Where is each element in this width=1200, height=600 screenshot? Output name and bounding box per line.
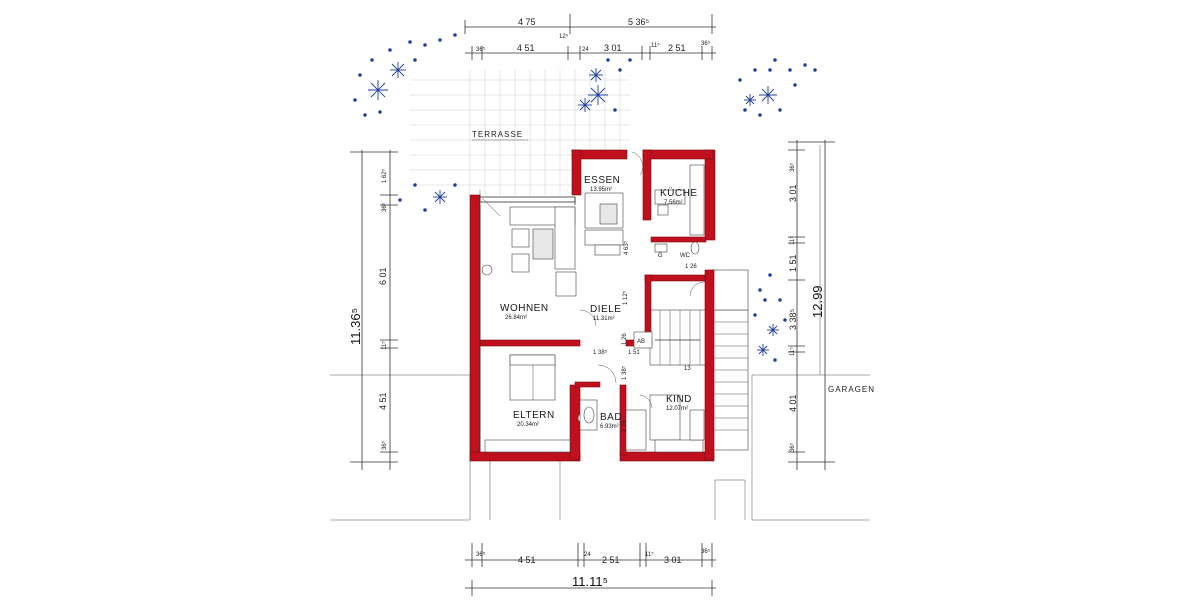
room-wohnen-area: 26.84m² <box>505 315 527 321</box>
dim-lines-top <box>464 14 716 60</box>
dim-lines-left <box>350 150 398 470</box>
room-ab-name: AB <box>637 339 645 345</box>
furniture <box>481 151 706 453</box>
room-eltern-area: 20.34m² <box>517 422 539 428</box>
room-diele-name: DIELE <box>590 304 621 315</box>
dim-bottom-d: 2 51 <box>602 555 620 565</box>
dim-right-a: 36⁵ <box>789 162 796 172</box>
dim-left-d: 11⁵ <box>381 341 388 350</box>
dim-left-total: 11.36⁵ <box>348 308 363 345</box>
dim-top2-f: 11⁵ <box>651 42 660 49</box>
ab-closet <box>633 331 653 349</box>
room-essen-name: ESSEN <box>584 175 620 186</box>
dim-right-b: 3 01 <box>788 184 798 202</box>
dim-left-a: 1 62⁵ <box>381 168 388 183</box>
dim-interior-5: 1 51 <box>628 350 640 356</box>
dim-bottom-f: 3 01 <box>664 555 682 565</box>
dim-interior-1: 4 63⁵ <box>623 240 630 255</box>
dim-top1-b: 5 36⁵ <box>628 17 650 27</box>
exterior-stairs <box>711 269 749 451</box>
dim-right-e: 3 38⁵ <box>788 308 798 330</box>
dim-lines-right <box>788 140 835 470</box>
dim-left-b: 36⁵ <box>381 202 388 212</box>
dim-lines-bottom <box>465 543 716 596</box>
room-eltern-name: ELTERN <box>513 410 555 421</box>
room-g-name: G <box>658 253 663 259</box>
dim-interior-7: 1 38⁵ <box>621 365 628 380</box>
dim-bottom-c: 24 <box>584 552 591 558</box>
dim-right-d: 1 51 <box>788 254 798 272</box>
garagen-label: GARAGEN <box>828 385 875 394</box>
room-essen-area: 13.95m² <box>590 187 612 193</box>
room-kind-area: 12.07m² <box>666 406 688 412</box>
stairs-count: 13 <box>684 366 691 372</box>
dim-interior-3: 1 26 <box>622 333 628 345</box>
room-kuche-name: KÜCHE <box>660 187 698 199</box>
dim-top1-a: 4 75 <box>518 17 536 27</box>
garden-plants <box>353 33 817 362</box>
dim-top2-a: 36⁵ <box>476 46 486 53</box>
terrace-label: TERRASSE <box>472 130 523 139</box>
room-diele-area: 11.31m² <box>593 316 615 322</box>
dim-right-f: 11⁵ <box>789 347 796 356</box>
dim-interior-6: 1 26 <box>685 264 697 270</box>
dim-right-total: 12.99 <box>810 285 825 318</box>
dim-top2-c: 12⁵ <box>559 33 569 40</box>
dim-top2-b: 4 51 <box>517 43 535 53</box>
dim-bottom-total: 11.11⁵ <box>572 574 608 589</box>
outlines <box>479 196 576 452</box>
dim-interior-4: 1 38⁵ <box>593 349 608 356</box>
room-bad-area: 6.93m² <box>600 424 619 430</box>
dim-top2-g: 2 51 <box>668 43 686 53</box>
walls <box>469 149 716 462</box>
dim-interior-8: 2 76 <box>622 420 628 432</box>
dim-interior-2: 1 12⁵ <box>622 290 629 305</box>
dim-left-e: 4 51 <box>378 392 388 410</box>
room-wohnen-name: WOHNEN <box>500 303 549 314</box>
room-bad-name: BAD <box>600 412 622 423</box>
dim-bottom-g: 36⁵ <box>701 548 711 555</box>
dim-right-c: 11⁵ <box>789 236 796 245</box>
dim-right-h: 36⁵ <box>789 442 796 452</box>
interior-stairs <box>649 309 709 366</box>
dim-bottom-b: 4 51 <box>518 555 536 565</box>
dim-right-g: 4 01 <box>788 394 798 412</box>
room-kuche-area: 7.56m² <box>664 200 683 206</box>
dim-bottom-a: 36⁵ <box>476 551 486 558</box>
dim-top2-d: 24 <box>582 47 589 53</box>
dim-top2-h: 36⁵ <box>701 40 711 47</box>
dim-left-f: 36⁵ <box>381 440 388 450</box>
dim-bottom-e: 11⁵ <box>645 551 654 558</box>
dim-left-c: 6 01 <box>378 267 388 285</box>
room-kind-name: KIND <box>666 394 692 405</box>
room-wc-name: WC <box>680 253 691 259</box>
dim-top2-e: 3 01 <box>604 43 622 53</box>
